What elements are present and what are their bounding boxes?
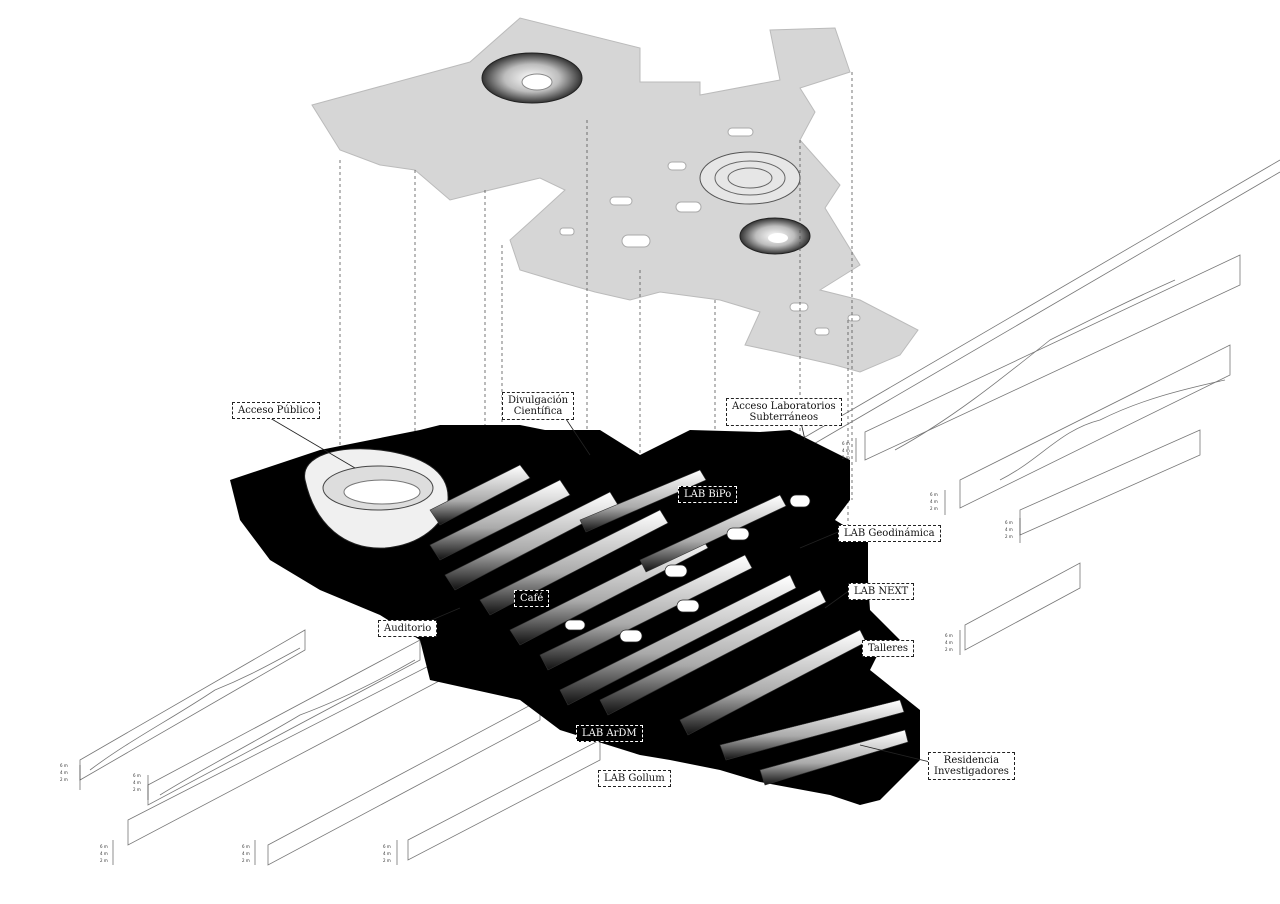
section-strips-right <box>799 159 1280 651</box>
label-talleres: Talleres <box>862 640 914 657</box>
top-slab <box>311 17 919 373</box>
label-lab-bipo: LAB BiPo <box>678 486 738 503</box>
label-acceso-publico: Acceso Público <box>232 402 321 419</box>
label-cafe: Café <box>514 590 550 607</box>
lab-tunnels <box>429 464 909 786</box>
scale-bars <box>79 438 1021 865</box>
label-lab-next: LAB NEXT <box>848 583 915 600</box>
label-lab-gollum: LAB Gollum <box>598 770 671 787</box>
label-lab-geodinamica: LAB Geodinámica <box>838 525 941 542</box>
label-lab-ardm: LAB ArDM <box>576 725 643 742</box>
label-auditorio: Auditorio <box>378 620 438 637</box>
